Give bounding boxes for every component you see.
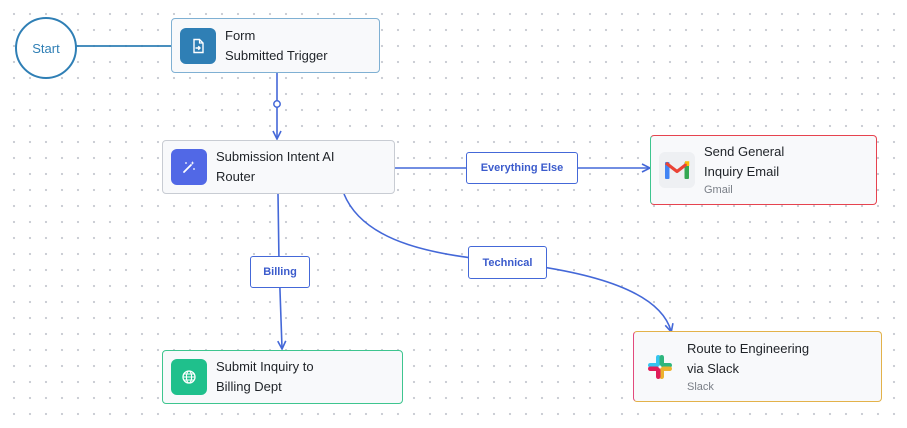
router-title-1: Submission Intent AI	[216, 149, 335, 164]
edge-label-technical[interactable]: Technical	[468, 246, 547, 279]
gmail-title-1: Send General	[704, 144, 785, 159]
globe-icon	[171, 359, 207, 395]
gmail-icon	[659, 152, 695, 188]
slack-title-2: via Slack	[687, 360, 740, 376]
router-title-2: Router	[216, 169, 256, 184]
billing-title-2: Billing Dept	[216, 379, 282, 394]
billing-title-1: Submit Inquiry to	[216, 359, 314, 374]
edge-connector-dot	[273, 100, 281, 108]
form-icon	[180, 27, 216, 64]
slack-icon	[642, 349, 678, 385]
router-node[interactable]: Submission Intent AI Router	[162, 140, 395, 194]
start-label: Start	[32, 40, 60, 56]
slack-node[interactable]: Route to Engineering via Slack Slack	[633, 331, 882, 402]
magic-wand-icon	[171, 149, 207, 185]
gmail-subtitle: Gmail	[704, 184, 733, 196]
form-trigger-node[interactable]: Form Submitted Trigger	[171, 18, 380, 73]
gmail-title-2: Inquiry Email	[704, 164, 780, 179]
edge-label-everything-else[interactable]: Everything Else	[466, 152, 578, 184]
slack-subtitle: Slack	[687, 380, 714, 393]
slack-title-1: Route to Engineering	[687, 340, 810, 356]
form-trigger-title-2: Submitted Trigger	[225, 47, 328, 63]
gmail-node[interactable]: Send General Inquiry Email Gmail	[650, 135, 877, 205]
edge-label-billing[interactable]: Billing	[250, 256, 310, 288]
start-node[interactable]: Start	[15, 17, 77, 79]
form-trigger-title-1: Form	[225, 27, 256, 43]
billing-node[interactable]: Submit Inquiry to Billing Dept	[162, 350, 403, 404]
